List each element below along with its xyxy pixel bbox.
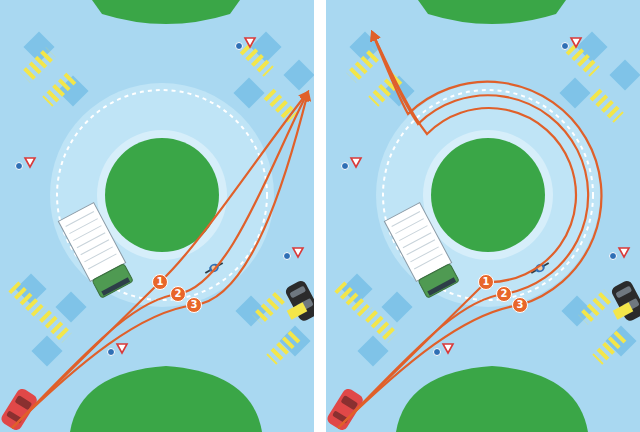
callout-circle: 3	[186, 297, 202, 313]
callout-number: 1	[157, 277, 164, 287]
callout-circle: 2	[170, 286, 186, 302]
callout-number: 2	[501, 289, 508, 299]
callout-circle: 3	[512, 297, 528, 313]
left-panel	[0, 0, 321, 432]
callout-circle: 2	[496, 286, 512, 302]
callout-number: 3	[191, 300, 198, 310]
callout-circle: 1	[152, 274, 168, 290]
callout-number: 3	[517, 300, 524, 310]
callout-number: 1	[483, 277, 490, 287]
callout-number: 2	[175, 289, 182, 299]
callout-circle: 1	[478, 274, 494, 290]
right-panel	[325, 0, 640, 432]
